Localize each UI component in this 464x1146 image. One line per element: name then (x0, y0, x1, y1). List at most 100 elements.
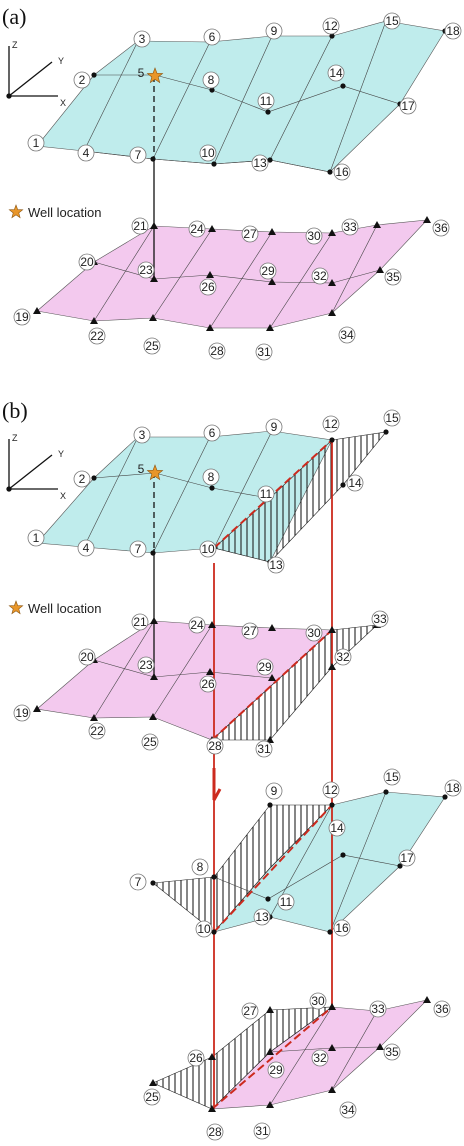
triangle-marker (149, 713, 157, 720)
node-label: 16 (333, 919, 351, 937)
node-label: 29 (259, 262, 277, 280)
dot-marker (383, 789, 389, 795)
svg-text:9: 9 (271, 784, 278, 798)
node-label: 14 (327, 64, 345, 82)
svg-text:12: 12 (324, 19, 338, 33)
svg-text:2: 2 (79, 472, 86, 486)
svg-text:6: 6 (209, 30, 216, 44)
triangle-marker (268, 278, 276, 285)
triangle-marker (328, 1086, 336, 1093)
svg-text:3: 3 (139, 32, 146, 46)
dot-marker (211, 874, 217, 880)
svg-text:8: 8 (208, 73, 215, 87)
svg-text:26: 26 (189, 1051, 203, 1065)
node-label: 13 (267, 556, 285, 574)
triangle-marker (328, 279, 336, 286)
svg-text:31: 31 (257, 742, 271, 756)
dot-marker (383, 429, 389, 435)
dot-marker (209, 485, 215, 491)
svg-text:33: 33 (371, 1002, 385, 1016)
svg-text:25: 25 (145, 339, 159, 353)
node-label: 18 (444, 22, 462, 40)
star-icon (8, 204, 24, 219)
node-label: 22 (88, 327, 106, 345)
triangle-marker (266, 324, 274, 331)
node-label: 25 (143, 337, 161, 355)
triangle-marker (328, 663, 336, 670)
node-label: 20 (78, 648, 96, 666)
node-label: 21 (131, 217, 149, 235)
svg-text:2: 2 (79, 73, 86, 87)
axis-triad-b (6, 439, 58, 492)
svg-text:32: 32 (313, 1051, 327, 1065)
node-label: 7 (129, 540, 147, 558)
triangle-marker (268, 674, 276, 681)
triangle-marker (268, 624, 276, 631)
triangle-marker (33, 307, 41, 314)
dot-marker (397, 863, 403, 869)
triangle-marker (376, 266, 384, 273)
svg-text:20: 20 (80, 255, 94, 269)
svg-text:23: 23 (139, 658, 153, 672)
svg-text:22: 22 (90, 724, 104, 738)
triangle-marker (268, 228, 276, 235)
svg-text:27: 27 (243, 227, 257, 241)
svg-text:14: 14 (329, 66, 343, 80)
triangle-marker (33, 705, 41, 712)
svg-text:11: 11 (280, 895, 293, 909)
triangle-marker (208, 225, 216, 232)
svg-text:28: 28 (208, 739, 222, 753)
svg-text:11: 11 (260, 487, 273, 501)
node-label: 27 (241, 1002, 259, 1020)
node-label: 10 (199, 144, 217, 162)
fault-verticals (213, 440, 333, 1109)
triangle-marker (373, 221, 381, 228)
svg-text:1: 1 (33, 531, 40, 545)
triangle-marker (266, 1006, 274, 1013)
node-label: 34 (338, 326, 356, 344)
fault-trace-footwall-upper-b (213, 804, 333, 933)
svg-text:33: 33 (343, 220, 357, 234)
node-label: 28 (206, 737, 224, 755)
node-label: 18 (444, 779, 462, 797)
svg-text:31: 31 (257, 345, 271, 359)
triangle-marker (328, 309, 336, 316)
node-label: 5 (138, 462, 145, 476)
svg-text:36: 36 (434, 221, 448, 235)
node-label: 33 (369, 1000, 387, 1018)
triangle-marker (328, 1003, 336, 1010)
triangle-marker (423, 996, 431, 1003)
svg-text:19: 19 (15, 706, 29, 720)
triangle-marker (150, 222, 158, 229)
node-label: 26 (187, 1049, 205, 1067)
svg-text:15: 15 (385, 770, 399, 784)
triangle-marker (206, 668, 214, 675)
axis-z-label: Z (12, 40, 18, 50)
svg-text:14: 14 (330, 821, 344, 835)
svg-text:14: 14 (348, 476, 362, 490)
dot-marker (211, 929, 217, 935)
node-label: 10 (195, 920, 213, 938)
triangle-marker (90, 714, 98, 721)
node-label: 31 (255, 740, 273, 758)
svg-text:34: 34 (340, 328, 354, 342)
svg-text:12: 12 (324, 417, 338, 431)
node-label: 1 (27, 134, 45, 152)
node-label: 30 (309, 992, 327, 1010)
node-label: 22 (88, 722, 106, 740)
triangle-marker (376, 1043, 384, 1050)
fault-trace-footwall-lower-b (211, 1006, 333, 1110)
svg-text:31: 31 (255, 1124, 269, 1138)
fault-slip-arrow (212, 768, 222, 801)
svg-text:30: 30 (311, 994, 325, 1008)
node-label: 32 (311, 1049, 329, 1067)
node-label: 15 (383, 409, 401, 427)
node-label: 27 (241, 225, 259, 243)
triangle-marker (266, 1101, 274, 1108)
node-label: 11 (277, 893, 295, 911)
node-markers: 1234567891011121314151617181920212223242… (8, 12, 462, 1141)
svg-text:16: 16 (335, 921, 349, 935)
svg-text:30: 30 (307, 229, 321, 243)
node-label: 11 (257, 485, 275, 503)
